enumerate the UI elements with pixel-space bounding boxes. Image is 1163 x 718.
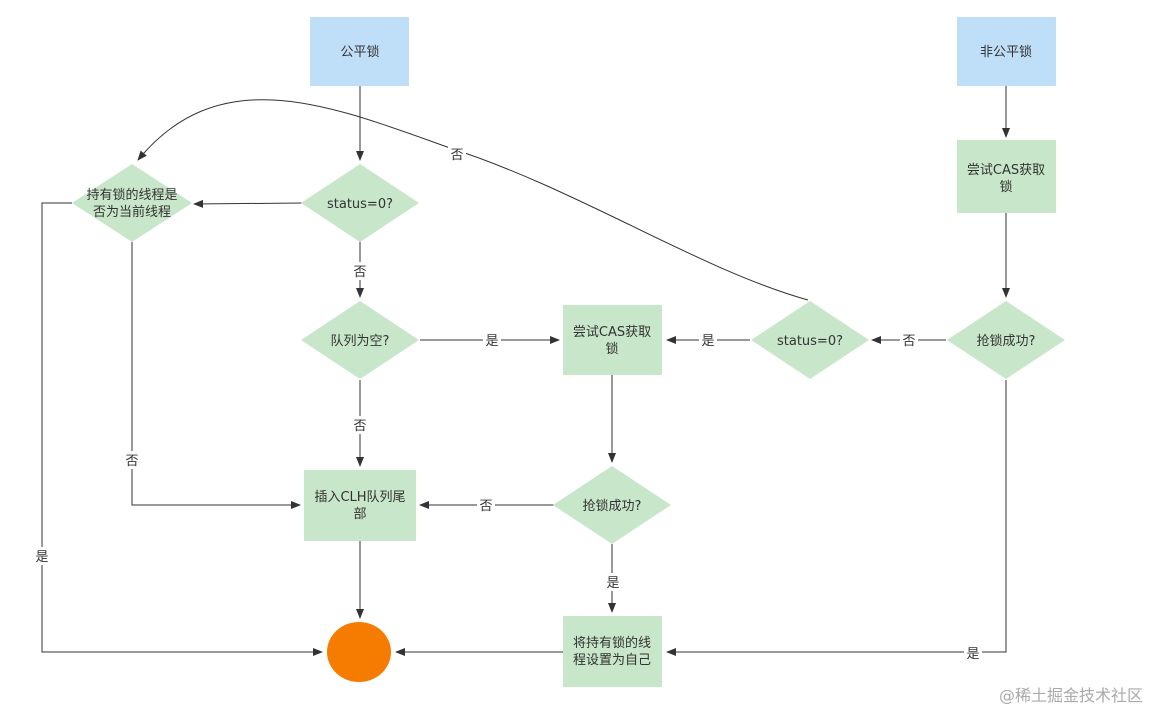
svg-text:非公平锁: 非公平锁 bbox=[980, 44, 1032, 60]
label-grabright-to-set: 是 bbox=[966, 647, 979, 662]
svg-text:status=0?: status=0? bbox=[777, 334, 843, 349]
node-status-check-1: status=0? bbox=[301, 164, 419, 242]
node-set-owner: 将持有锁的线 程设置为自己 bbox=[563, 616, 662, 687]
svg-text:否为当前线程: 否为当前线程 bbox=[93, 204, 171, 220]
node-holder-check: 持有锁的线程是 否为当前线程 bbox=[72, 164, 192, 242]
svg-text:抢锁成功?: 抢锁成功? bbox=[977, 333, 1036, 349]
label-grabright-to-status2: 否 bbox=[902, 334, 915, 349]
node-grab-success-right: 抢锁成功? bbox=[947, 301, 1065, 379]
label-holder-to-end: 是 bbox=[35, 550, 48, 565]
svg-text:持有锁的线程是: 持有锁的线程是 bbox=[86, 187, 177, 203]
svg-text:status=0?: status=0? bbox=[327, 197, 393, 212]
svg-text:锁: 锁 bbox=[999, 179, 1012, 195]
svg-text:尝试CAS获取: 尝试CAS获取 bbox=[967, 163, 1045, 178]
node-nonfair-lock: 非公平锁 bbox=[957, 17, 1056, 86]
svg-text:锁: 锁 bbox=[605, 341, 618, 357]
svg-text:队列为空?: 队列为空? bbox=[331, 334, 390, 349]
watermark: @稀土掘金技术社区 bbox=[998, 686, 1143, 705]
node-queue-empty: 队列为空? bbox=[301, 301, 419, 379]
node-status-check-2: status=0? bbox=[751, 301, 869, 379]
node-end bbox=[327, 622, 391, 682]
label-queue-to-cas: 是 bbox=[485, 334, 498, 349]
svg-text:尝试CAS获取: 尝试CAS获取 bbox=[573, 325, 651, 340]
node-grab-success-mid: 抢锁成功? bbox=[553, 466, 671, 544]
edge-labels: 否 否 是 是 否 否 否 否 是 是 是 bbox=[33, 145, 982, 662]
edge-status1-to-holder bbox=[193, 199, 303, 208]
svg-text:抢锁成功?: 抢锁成功? bbox=[583, 498, 642, 514]
edge-status2-to-holder bbox=[137, 99, 809, 301]
node-fair-lock: 公平锁 bbox=[310, 17, 409, 86]
edge-holder-to-end bbox=[41, 202, 323, 656]
node-cas-try-nonfair: 尝试CAS获取 锁 bbox=[957, 140, 1056, 213]
label-status1-to-queue: 否 bbox=[353, 265, 366, 280]
svg-text:程设置为自己: 程设置为自己 bbox=[573, 653, 651, 668]
edge-holder-to-insert bbox=[131, 242, 301, 509]
label-queue-to-insert: 否 bbox=[353, 419, 366, 434]
node-insert-clh: 插入CLH队列尾 部 bbox=[304, 470, 416, 541]
svg-text:部: 部 bbox=[353, 507, 366, 522]
svg-text:公平锁: 公平锁 bbox=[340, 44, 379, 60]
label-grab-to-set: 是 bbox=[606, 576, 619, 591]
label-status2-to-cas: 是 bbox=[701, 334, 714, 349]
svg-text:插入CLH队列尾: 插入CLH队列尾 bbox=[314, 490, 405, 505]
edge-grabright-to-set bbox=[666, 380, 1007, 656]
label-status2-to-holder: 否 bbox=[450, 148, 463, 163]
node-cas-try-mid: 尝试CAS获取 锁 bbox=[563, 305, 662, 375]
label-holder-to-insert: 否 bbox=[125, 454, 138, 469]
svg-text:将持有锁的线: 将持有锁的线 bbox=[573, 635, 651, 651]
label-grab-to-insert: 否 bbox=[479, 499, 492, 514]
edges bbox=[41, 86, 1010, 656]
